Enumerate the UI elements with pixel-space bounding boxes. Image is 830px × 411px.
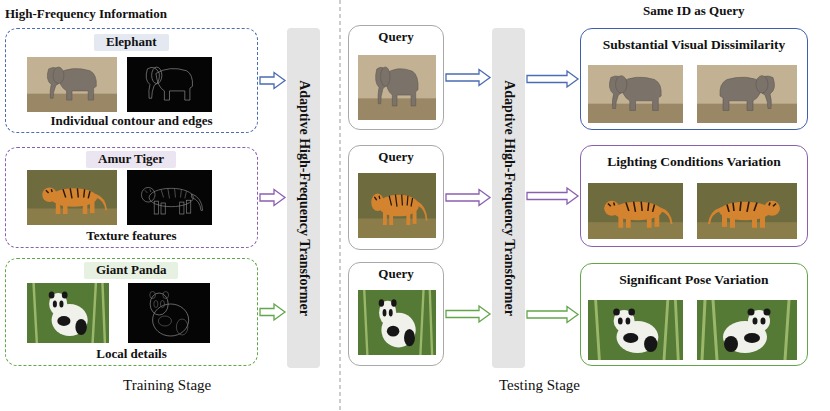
feature-caption: Local details bbox=[96, 347, 166, 362]
species-name: Elephant bbox=[106, 35, 157, 50]
block-arrow bbox=[260, 304, 285, 320]
block-arrow bbox=[446, 70, 490, 86]
query-photo bbox=[358, 290, 436, 355]
query-photo bbox=[358, 55, 436, 120]
match-photo bbox=[697, 300, 797, 360]
query-label: Query bbox=[375, 267, 416, 282]
transformer-band: Adaptive High-Frequency Transformer bbox=[492, 28, 525, 368]
high-frequency-map bbox=[127, 170, 212, 225]
result-box: Significant Pose Variation bbox=[580, 263, 808, 366]
result-box: Lighting Conditions Variation bbox=[580, 145, 808, 247]
feature-box: Local details Giant Panda bbox=[5, 258, 258, 366]
feature-caption: Texture features bbox=[86, 229, 176, 244]
block-arrow bbox=[446, 306, 490, 322]
query-box: Query bbox=[348, 25, 444, 130]
block-arrow bbox=[527, 188, 578, 204]
feature-box: Individual contour and edges Elephant bbox=[5, 28, 258, 133]
block-arrow bbox=[527, 71, 578, 87]
result-title: Significant Pose Variation bbox=[619, 272, 768, 288]
feature-caption: Individual contour and edges bbox=[51, 114, 213, 129]
tiger-photo bbox=[27, 170, 117, 225]
species-tag: Giant Panda bbox=[84, 262, 178, 279]
query-box: Query bbox=[348, 145, 444, 250]
panda-photo bbox=[27, 283, 109, 343]
species-tag: Elephant bbox=[94, 34, 169, 51]
high-frequency-map bbox=[128, 283, 210, 343]
query-photo bbox=[358, 173, 436, 238]
species-name: Amur Tiger bbox=[98, 152, 164, 167]
block-arrow bbox=[260, 190, 285, 206]
stage-label: Training Stage bbox=[123, 377, 211, 394]
match-photo bbox=[588, 65, 683, 123]
match-photo bbox=[588, 300, 683, 360]
match-photo bbox=[697, 65, 797, 123]
stage-label: Testing Stage bbox=[499, 377, 580, 394]
result-title: Lighting Conditions Variation bbox=[607, 154, 780, 170]
elephant-photo bbox=[27, 57, 117, 112]
result-title: Substantial Visual Dissimilarity bbox=[603, 37, 785, 53]
query-label: Query bbox=[375, 30, 416, 45]
transformer-band: Adaptive High-Frequency Transformer bbox=[287, 28, 320, 368]
block-arrow bbox=[260, 73, 285, 89]
section-heading: High-Frequency Information bbox=[5, 7, 167, 22]
query-label: Query bbox=[375, 150, 416, 165]
band-title: Adaptive High-Frequency Transformer bbox=[500, 80, 516, 316]
section-heading: Same ID as Query bbox=[643, 4, 744, 19]
block-arrow bbox=[446, 190, 490, 206]
result-box: Substantial Visual Dissimilarity bbox=[580, 28, 808, 130]
feature-box: Texture features Amur Tiger bbox=[5, 147, 258, 248]
species-tag: Amur Tiger bbox=[86, 151, 176, 168]
stage-separator bbox=[340, 0, 341, 411]
query-box: Query bbox=[348, 262, 444, 366]
species-name: Giant Panda bbox=[96, 263, 166, 278]
match-photo bbox=[588, 183, 683, 239]
high-frequency-map bbox=[127, 57, 212, 112]
block-arrow bbox=[527, 307, 578, 323]
band-title: Adaptive High-Frequency Transformer bbox=[295, 80, 311, 316]
match-photo bbox=[697, 183, 797, 239]
